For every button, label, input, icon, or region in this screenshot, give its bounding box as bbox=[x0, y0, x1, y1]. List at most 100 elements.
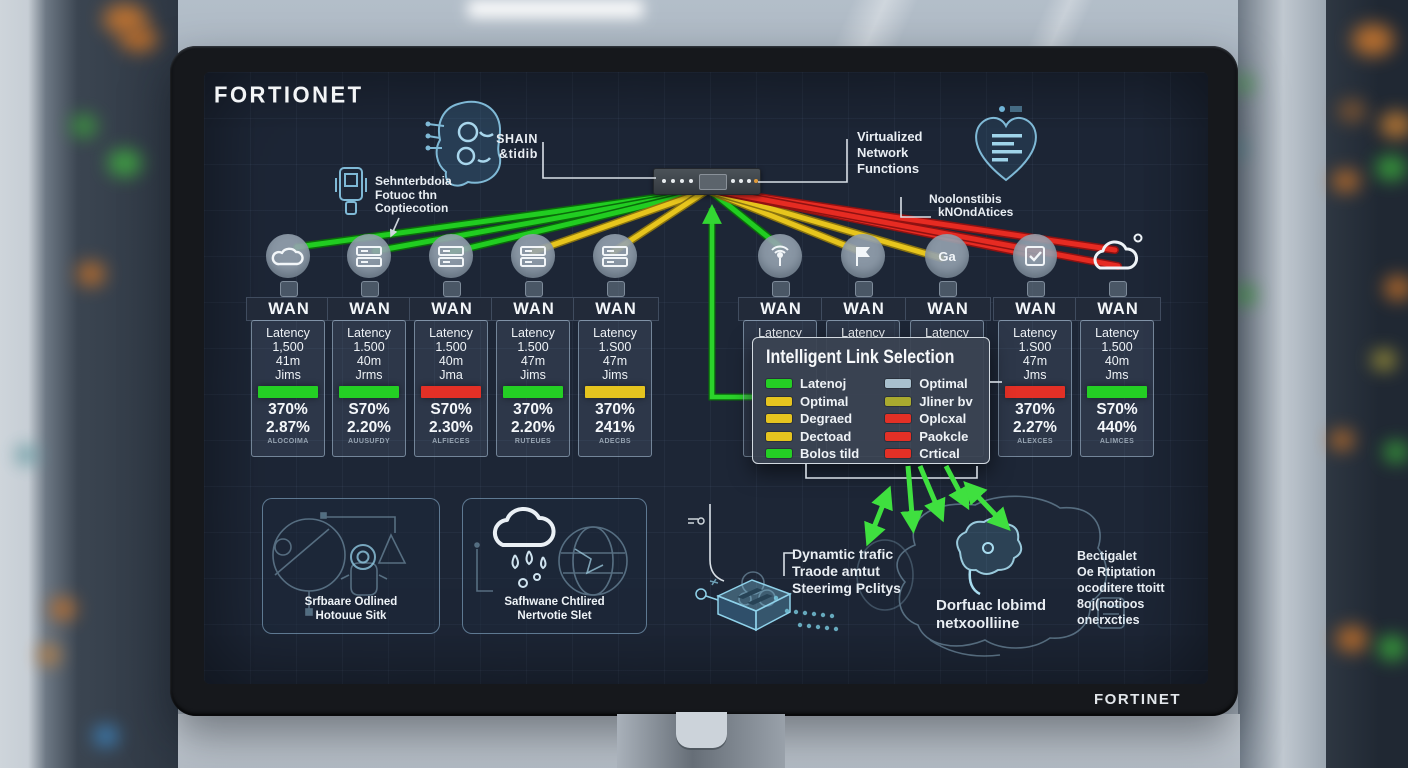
sdwan-connection-label: Sehnterbdoia Fotuoc thn Coptiecotion bbox=[375, 174, 452, 215]
legend-label: Dectoad bbox=[800, 428, 852, 444]
stat-caption: ALOCOIMA bbox=[267, 438, 309, 445]
legend-swatch bbox=[766, 379, 792, 389]
legend-swatch bbox=[885, 379, 912, 389]
wan-header: WAN bbox=[738, 297, 824, 321]
stat-value: 370% bbox=[595, 401, 635, 418]
stat-value: 2.27% bbox=[1013, 418, 1057, 436]
latency-line: Latency bbox=[347, 326, 391, 340]
stat-value: 370% bbox=[513, 401, 553, 418]
stat-value: 370% bbox=[1015, 401, 1055, 418]
wan-header: WAN bbox=[327, 297, 413, 321]
latency-line: Jims bbox=[520, 368, 546, 382]
legend-item: Paokcle bbox=[885, 428, 972, 446]
latency-line: 41m bbox=[275, 354, 301, 368]
wan-header: WAN bbox=[821, 297, 907, 321]
link-status-bar bbox=[585, 386, 645, 398]
wan-header: WAN bbox=[246, 297, 332, 321]
link-status-bar bbox=[258, 386, 318, 398]
latency-line: 1.500 bbox=[353, 340, 385, 354]
connector-icon bbox=[1027, 281, 1045, 297]
latency-line: Latency bbox=[266, 326, 310, 340]
flag-icon bbox=[841, 234, 885, 278]
stat-caption: ADECBS bbox=[599, 438, 631, 445]
legend-item: Optimal bbox=[766, 393, 859, 411]
latency-line: Latency bbox=[1013, 326, 1057, 340]
connector-icon bbox=[525, 281, 543, 297]
legend-swatch bbox=[766, 396, 792, 406]
legend-swatch bbox=[766, 431, 792, 441]
check-icon bbox=[1013, 234, 1057, 278]
stat-caption: RUTEUES bbox=[514, 438, 552, 445]
appliance-display bbox=[699, 174, 727, 190]
stat-caption: ALEXCES bbox=[1017, 438, 1053, 445]
ai-head-icon bbox=[425, 100, 502, 187]
server-icon bbox=[511, 234, 555, 278]
legend-item: Optimal bbox=[885, 375, 972, 393]
latency-line: Jims bbox=[275, 368, 301, 382]
chip-icon: Ga bbox=[925, 234, 969, 278]
cloud-globe-icon bbox=[474, 506, 628, 596]
latency-line: 47m bbox=[520, 354, 546, 368]
stat-value: 2.20% bbox=[511, 418, 555, 436]
connector-icon bbox=[772, 281, 790, 297]
legend-swatch bbox=[766, 449, 792, 459]
latency-line: 40m bbox=[356, 354, 382, 368]
connector-icon bbox=[361, 281, 379, 297]
legend-item: Dectoad bbox=[766, 428, 859, 446]
stat-value: S70% bbox=[430, 401, 472, 418]
latency-line: 1.500 bbox=[1101, 340, 1133, 354]
stat-value: 370% bbox=[268, 401, 308, 418]
latency-line: 40m bbox=[438, 354, 464, 368]
latency-line: Latency bbox=[758, 326, 802, 340]
latency-line: 1.S00 bbox=[1018, 340, 1052, 354]
latency-line: Latency bbox=[593, 326, 637, 340]
sdn-diagram-icon bbox=[272, 512, 407, 616]
server-icon bbox=[347, 234, 391, 278]
legend-label: Degraed bbox=[800, 411, 853, 427]
stat-value: S70% bbox=[1096, 401, 1138, 418]
legend-item: Jliner bv bbox=[885, 393, 973, 411]
server-icon bbox=[593, 234, 637, 278]
ceiling-light bbox=[468, 0, 643, 18]
latency-line: 1,500 bbox=[272, 340, 304, 354]
server-rack-right-edge bbox=[1238, 0, 1332, 768]
latency-line: Latency bbox=[1095, 326, 1139, 340]
wan-header: WAN bbox=[409, 297, 495, 321]
stat-caption: AUUSUFDY bbox=[347, 438, 391, 445]
connector-icon bbox=[607, 281, 625, 297]
stat-value: S70% bbox=[348, 401, 390, 418]
stat-value: 241% bbox=[595, 418, 635, 436]
health-report-heart-icon bbox=[975, 106, 1037, 182]
link-status-bar bbox=[503, 386, 563, 398]
wan-header: WAN bbox=[573, 297, 659, 321]
radio-icon bbox=[758, 234, 802, 278]
legend-label: Jliner bv bbox=[919, 393, 973, 409]
legend-item: Degraed bbox=[766, 410, 859, 428]
latency-line: Jma bbox=[439, 368, 463, 382]
legend-swatch bbox=[885, 431, 912, 441]
wan-header: WAN bbox=[1075, 297, 1161, 321]
wan-header: WAN bbox=[993, 297, 1079, 321]
connector-icon bbox=[939, 281, 957, 297]
latency-line: Latency bbox=[511, 326, 555, 340]
sdwan-appliance bbox=[653, 168, 761, 195]
legend-label: Optimal bbox=[919, 376, 968, 392]
legend-item: Oplcxal bbox=[885, 410, 972, 428]
latency-line: Latency bbox=[925, 326, 969, 340]
latency-line: Latency bbox=[429, 326, 473, 340]
icon-text: Ga bbox=[938, 248, 956, 264]
latency-line: Jms bbox=[1023, 368, 1047, 382]
legend-title: Intelligent Link Selection bbox=[766, 346, 955, 368]
